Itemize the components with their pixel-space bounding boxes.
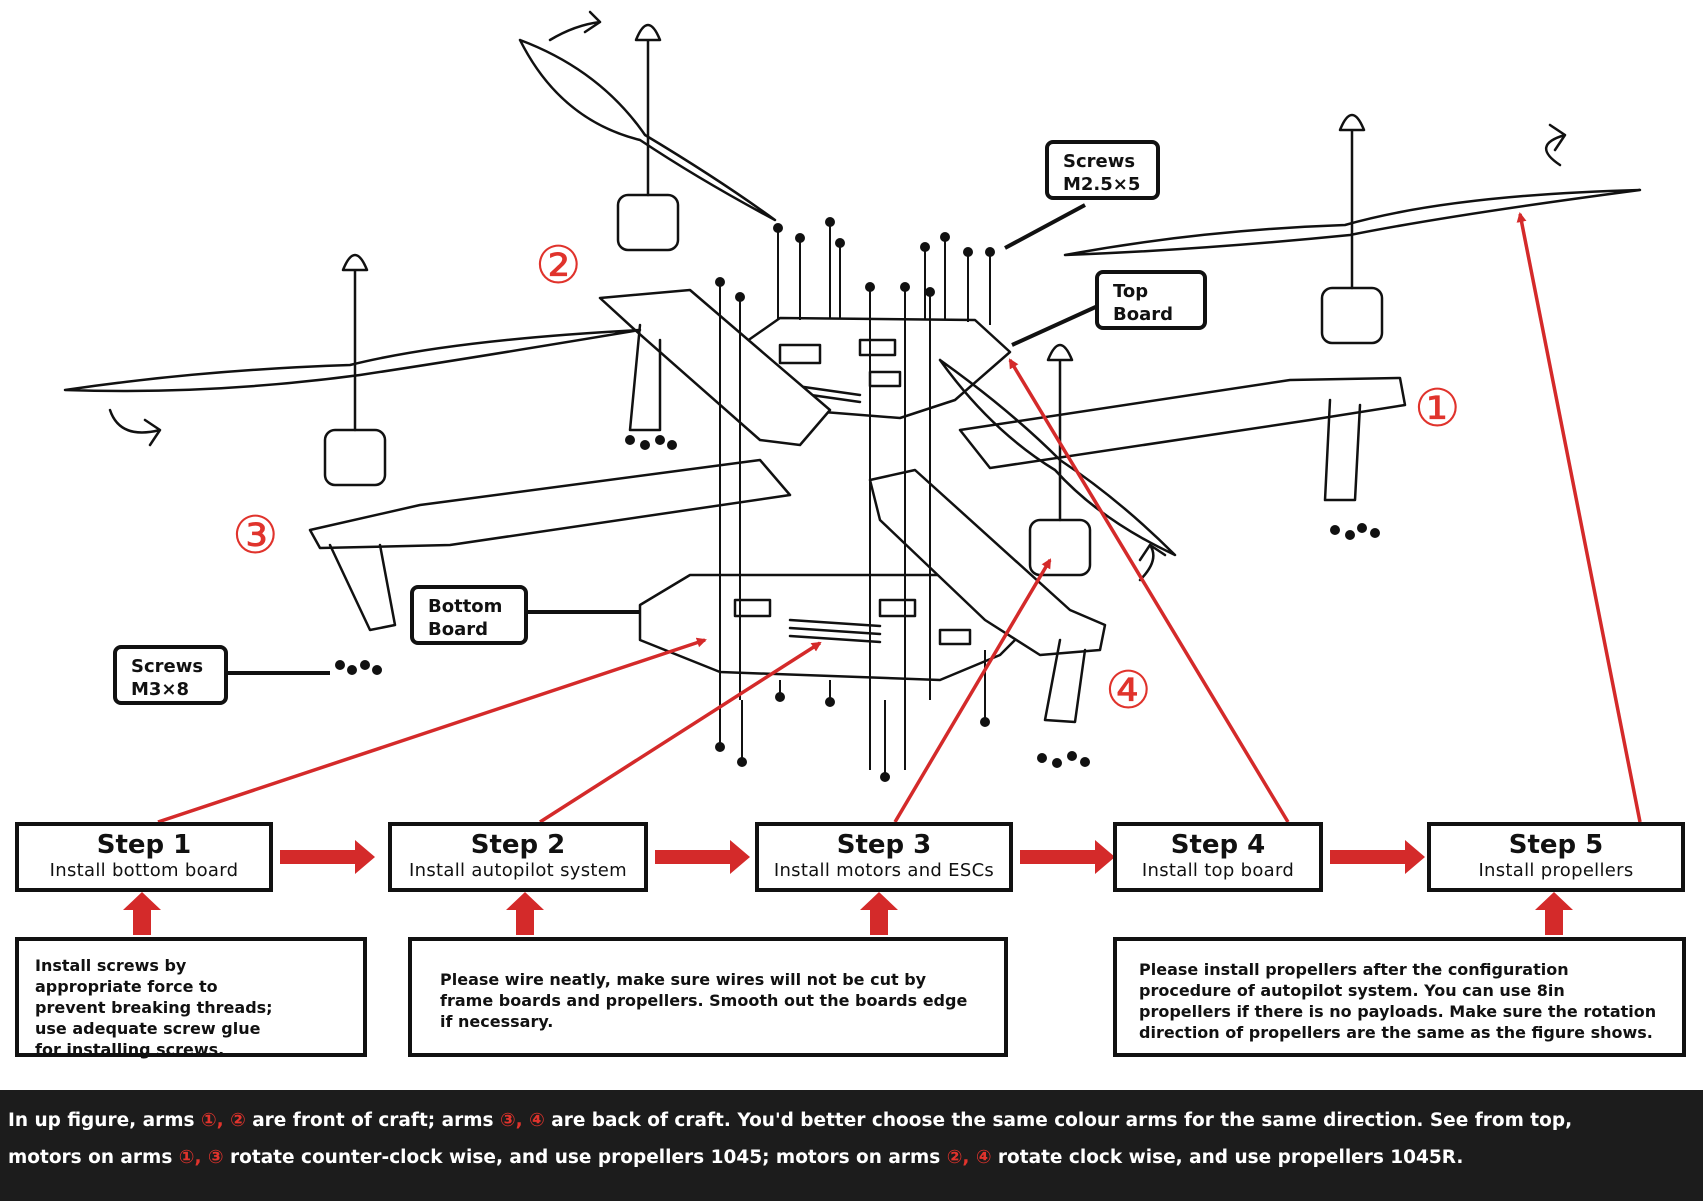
step-3-box: Step 3 Install motors and ESCs xyxy=(755,822,1013,892)
wiring-note-text: Please wire neatly, make sure wires will… xyxy=(440,970,968,1031)
footer-line1-arms-back: ③, ④ xyxy=(499,1110,545,1131)
step-2-box: Step 2 Install autopilot system xyxy=(388,822,648,892)
screws-m3-line2: M3×8 xyxy=(131,679,190,700)
screws xyxy=(335,217,1380,782)
footer-line1-text-b: are front of craft; arms xyxy=(245,1110,500,1131)
screws-m25-line2: M2.5×5 xyxy=(1063,174,1141,195)
arm-number-4: ④ xyxy=(1105,661,1152,721)
arm-number-1: ① xyxy=(1414,379,1461,439)
screws-m3-line1: Screws xyxy=(131,656,204,677)
arm-1-shape xyxy=(958,376,1407,470)
step-5-subtitle: Install propellers xyxy=(1478,860,1634,881)
propeller-3 xyxy=(63,328,642,393)
motor-2 xyxy=(616,193,680,252)
arm-number-2: ② xyxy=(535,236,582,296)
step-3-title: Step 3 xyxy=(836,830,932,860)
bottom-board-line1: Bottom xyxy=(428,596,503,617)
motor-3 xyxy=(323,428,387,487)
screws-m25-label: Screws M2.5×5 xyxy=(1045,140,1160,200)
footer-line2-arms-cw: ②, ④ xyxy=(946,1147,992,1168)
step-5-box: Step 5 Install propellers xyxy=(1427,822,1685,892)
step-4-box: Step 4 Install top board xyxy=(1113,822,1323,892)
footer-line-1: In up figure, arms ①, ② are front of cra… xyxy=(8,1102,1695,1139)
footer-line-2: motors on arms ①, ③ rotate counter-clock… xyxy=(8,1139,1695,1176)
quadcopter-assembly-drawing xyxy=(63,10,1642,1030)
footer-line2-text-c: rotate clock wise, and use propellers 10… xyxy=(991,1147,1464,1168)
step-4-subtitle: Install top board xyxy=(1141,860,1295,881)
screws-note: Install screws by appropriate force to p… xyxy=(15,937,367,1059)
footer-line2-text-a: motors on arms xyxy=(8,1147,179,1168)
arm-4-shape xyxy=(868,468,1107,657)
step-4-title: Step 4 xyxy=(1170,830,1266,860)
propeller-1 xyxy=(1063,188,1642,257)
step-2-title: Step 2 xyxy=(470,830,566,860)
footer-line2-text-b: rotate counter-clock wise, and use prope… xyxy=(223,1147,947,1168)
top-board-label: Top Board xyxy=(1095,270,1207,330)
bottom-board-label: Bottom Board xyxy=(410,585,528,645)
top-board-line1: Top xyxy=(1113,281,1149,302)
wiring-note: Please wire neatly, make sure wires will… xyxy=(408,937,1008,1057)
bottom-board-line2: Board xyxy=(428,619,488,640)
footer-line1-text-a: In up figure, arms xyxy=(8,1110,201,1131)
step-3-subtitle: Install motors and ESCs xyxy=(773,860,995,881)
propellers-note-text: Please install propellers after the conf… xyxy=(1139,960,1657,1042)
top-board-line2: Board xyxy=(1113,304,1173,325)
motor-4 xyxy=(1028,518,1092,577)
step-2-subtitle: Install autopilot system xyxy=(409,860,627,881)
footer-line2-arms-ccw: ①, ③ xyxy=(178,1147,224,1168)
step-1-box: Step 1 Install bottom board xyxy=(15,822,273,892)
propellers-note: Please install propellers after the conf… xyxy=(1113,937,1686,1057)
step-1-subtitle: Install bottom board xyxy=(49,860,239,881)
footer-note: In up figure, arms ①, ② are front of cra… xyxy=(0,1090,1703,1201)
footer-line1-text-c: are back of craft. You'd better choose t… xyxy=(544,1110,1573,1131)
arm-number-3: ③ xyxy=(232,506,279,566)
screws-m3-label: Screws M3×8 xyxy=(113,645,228,705)
step-1-title: Step 1 xyxy=(96,830,192,860)
motor-1 xyxy=(1320,286,1384,345)
footer-line1-arms-front: ①, ② xyxy=(200,1110,246,1131)
arm-3-shape xyxy=(308,458,792,550)
step-5-title: Step 5 xyxy=(1508,830,1604,860)
screws-note-text: Install screws by appropriate force to p… xyxy=(35,956,273,1059)
propeller-4 xyxy=(938,358,1177,557)
screws-m25-line1: Screws xyxy=(1063,151,1136,172)
propeller-2 xyxy=(518,38,777,222)
